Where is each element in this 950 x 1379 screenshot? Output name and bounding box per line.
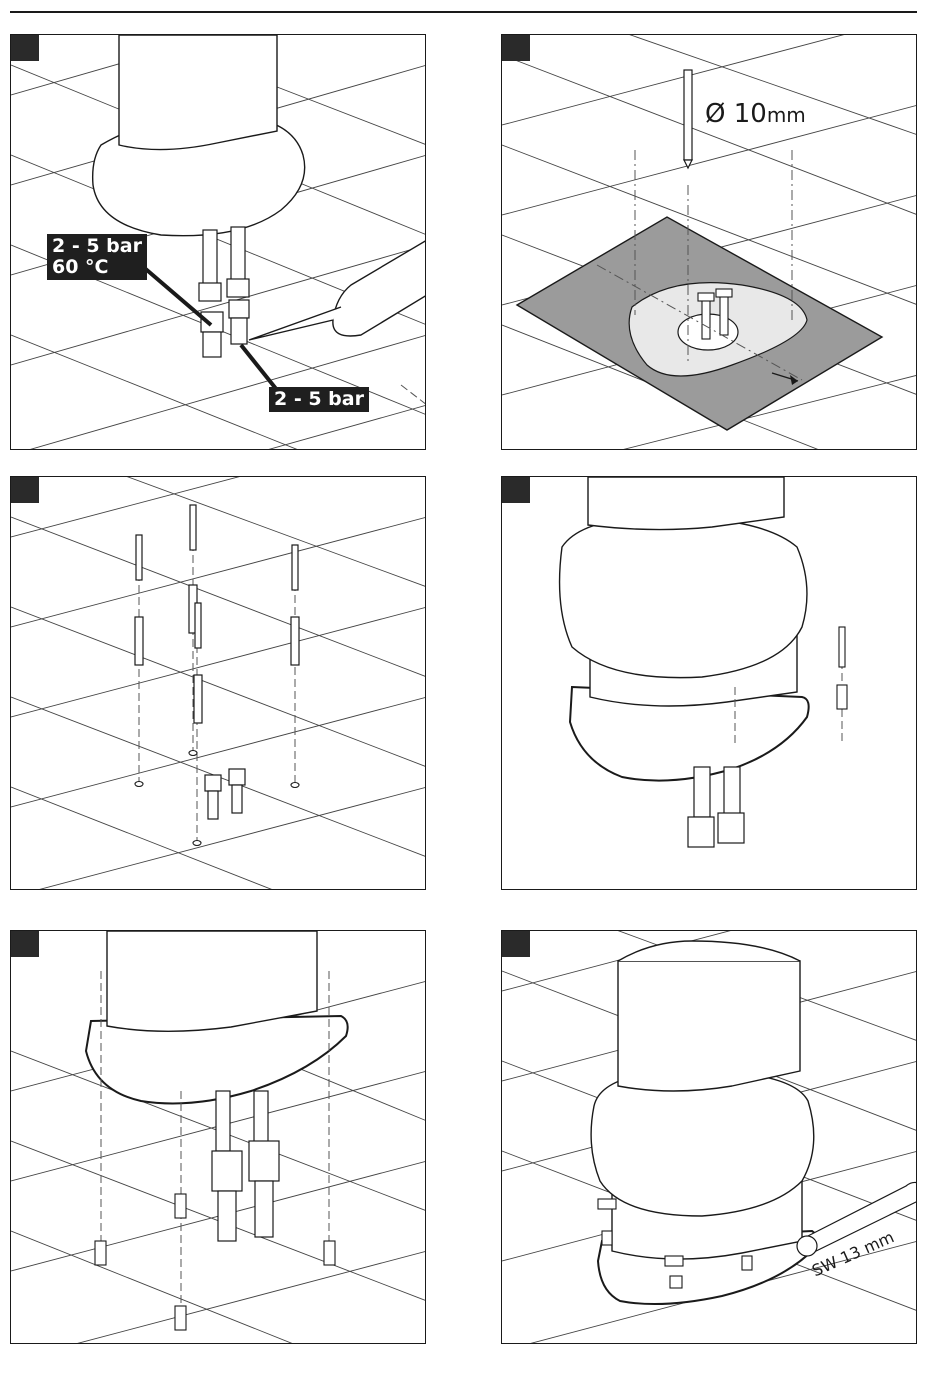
- nut-tightening-illustration: [502, 931, 917, 1344]
- drill-diameter-label: Ø 10mm: [705, 99, 806, 129]
- supply-pipes: [205, 769, 245, 819]
- panel-step-3: [10, 476, 426, 890]
- sealant-cartridge: [249, 240, 426, 340]
- faucet-body: [107, 931, 317, 1031]
- floor-tile-grid: [11, 477, 426, 890]
- pressure-label: 2 - 5 bar: [269, 387, 369, 412]
- step-number-box: [502, 477, 530, 503]
- drill-bit: [684, 70, 692, 168]
- faucet-placement-illustration: [502, 477, 917, 890]
- panel-step-4: [501, 476, 917, 890]
- step-number-box: [11, 477, 39, 503]
- anchor-dowels-illustration: [11, 477, 426, 890]
- supply-pipes: [212, 1091, 279, 1241]
- panel-step-6: SW 13 mm: [501, 930, 917, 1344]
- faucet-base: [93, 35, 305, 236]
- step-number-box: [11, 931, 39, 957]
- base-alignment-illustration: [11, 931, 426, 1344]
- step-number-box: [502, 35, 530, 61]
- drill-template-illustration: [502, 35, 917, 450]
- step-number-box: [502, 931, 530, 957]
- top-rule: [10, 11, 917, 13]
- panel-step-2: Ø 10mm: [501, 34, 917, 450]
- faucet-body: [591, 941, 814, 1259]
- step-number-box: [11, 35, 39, 61]
- faucet-body: [560, 477, 807, 706]
- threaded-studs: [95, 1194, 335, 1330]
- supply-hoses: [199, 227, 249, 357]
- supply-hoses: [688, 767, 744, 847]
- screws-and-dowels: [135, 505, 299, 723]
- panel-step-5: [10, 930, 426, 1344]
